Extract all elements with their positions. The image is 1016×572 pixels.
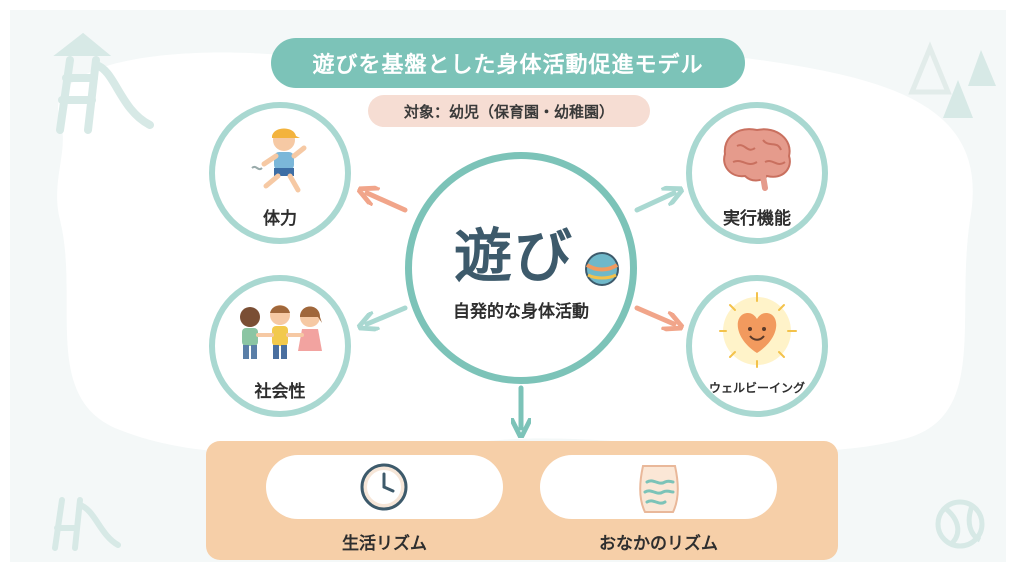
node-label-wellbeing: ウェルビーイング — [708, 381, 805, 395]
heart-sun-icon — [719, 292, 797, 368]
arrow-to-executive — [634, 193, 674, 213]
slide-icon — [53, 32, 154, 134]
slide-icon — [52, 497, 121, 551]
center-title: 遊び — [454, 222, 575, 290]
arrow-to-social — [367, 305, 408, 324]
gut-rhythm-card — [540, 455, 777, 519]
node-executive-function: 実行機能 — [686, 102, 828, 244]
ball-icon — [585, 252, 619, 286]
children-holding-hands-icon — [240, 305, 322, 359]
arrow-to-strength — [367, 193, 408, 213]
running-child-icon — [251, 128, 307, 193]
arrow-to-wellbeing — [634, 305, 674, 324]
center-node-play: 遊び 自発的な身体活動 — [405, 152, 637, 384]
life-rhythm-card — [266, 455, 503, 519]
belly-icon — [639, 465, 679, 513]
node-strength: 体力 — [209, 102, 351, 244]
node-wellbeing: ウェルビーイング — [686, 275, 828, 417]
life-rhythm-label: 生活リズム — [342, 534, 427, 554]
target-audience-badge: 対象：幼児（保育園・幼稚園） — [368, 95, 650, 127]
beach-ball-icon — [935, 499, 985, 549]
node-social: 社会性 — [209, 275, 351, 417]
center-subtitle: 自発的な身体活動 — [453, 302, 589, 322]
node-label-executive: 実行機能 — [723, 209, 791, 229]
node-label-social: 社会性 — [254, 382, 306, 402]
traffic-cone-icon — [908, 41, 996, 118]
clock-icon — [360, 463, 408, 511]
gut-rhythm-label: おなかのリズム — [599, 534, 718, 554]
diagram-title: 遊びを基盤とした身体活動促進モデル — [271, 38, 745, 88]
node-label-strength: 体力 — [263, 209, 297, 229]
outcomes-panel: 生活リズム おなかのリズム — [206, 441, 838, 560]
brain-icon — [723, 128, 791, 191]
